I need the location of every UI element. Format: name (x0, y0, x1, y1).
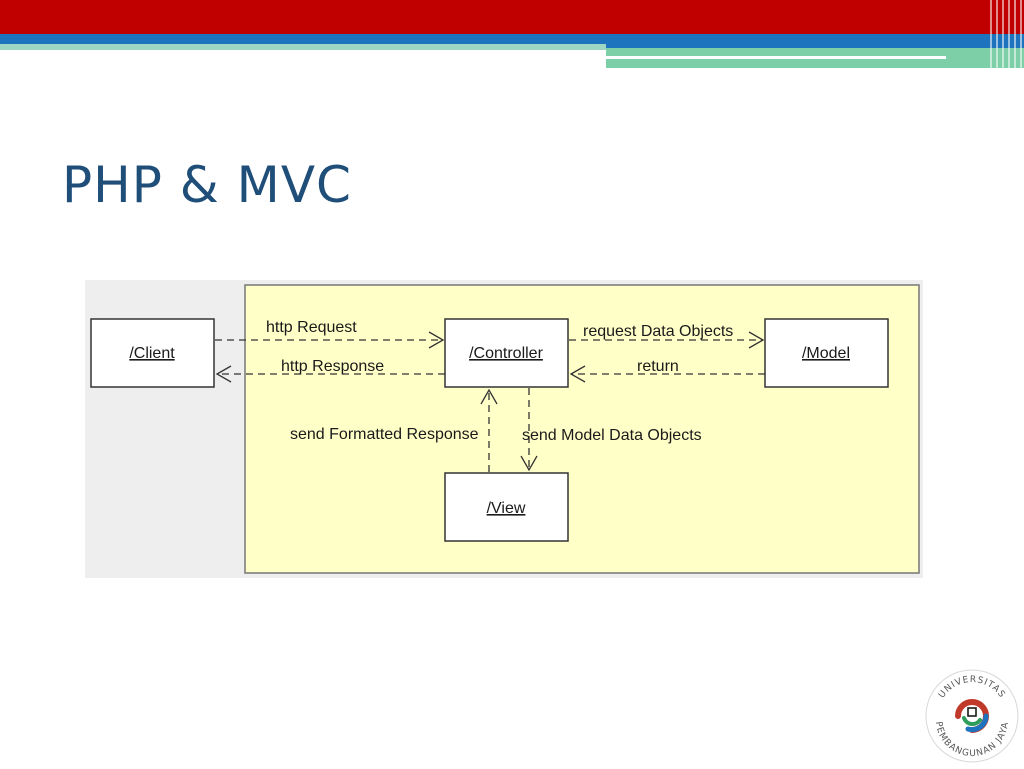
arrowhead-send-model-data-objects (520, 455, 538, 472)
node-view-label: /View (487, 500, 526, 517)
node-model-label: /Model (802, 345, 850, 362)
header-band-light (0, 44, 606, 50)
arrowhead-request-data-objects (748, 331, 765, 349)
edge-label-http-request: http Request (266, 319, 357, 336)
arrowhead-send-formatted-response (480, 388, 498, 405)
node-client-label: /Client (129, 345, 175, 362)
logo-emblem (955, 699, 989, 733)
node-controller-label: /Controller (469, 345, 543, 362)
edge-label-request-data-objects: request Data Objects (583, 323, 733, 340)
edge-label-http-response: http Response (281, 358, 384, 375)
arrowhead-http-request (428, 331, 445, 349)
edge-label-return: return (637, 358, 679, 375)
mvc-diagram: /Client /Controller /Model /View (85, 280, 923, 578)
arrowhead-return (569, 365, 586, 383)
arrowhead-http-response (215, 365, 232, 383)
node-view: /View (444, 472, 569, 542)
header-band-red (0, 0, 1024, 34)
node-controller: /Controller (444, 318, 569, 388)
node-client: /Client (90, 318, 215, 388)
node-model: /Model (764, 318, 889, 388)
slide-title: PHP & MVC (62, 156, 352, 214)
edge-label-send-formatted-response: send Formatted Response (290, 426, 479, 443)
university-logo: UNIVERSITAS PEMBANGUNAN JAYA (924, 668, 1020, 764)
header-stripes (990, 0, 1024, 68)
header-band-line (606, 56, 946, 59)
edge-label-send-model-data-objects: send Model Data Objects (522, 427, 702, 444)
